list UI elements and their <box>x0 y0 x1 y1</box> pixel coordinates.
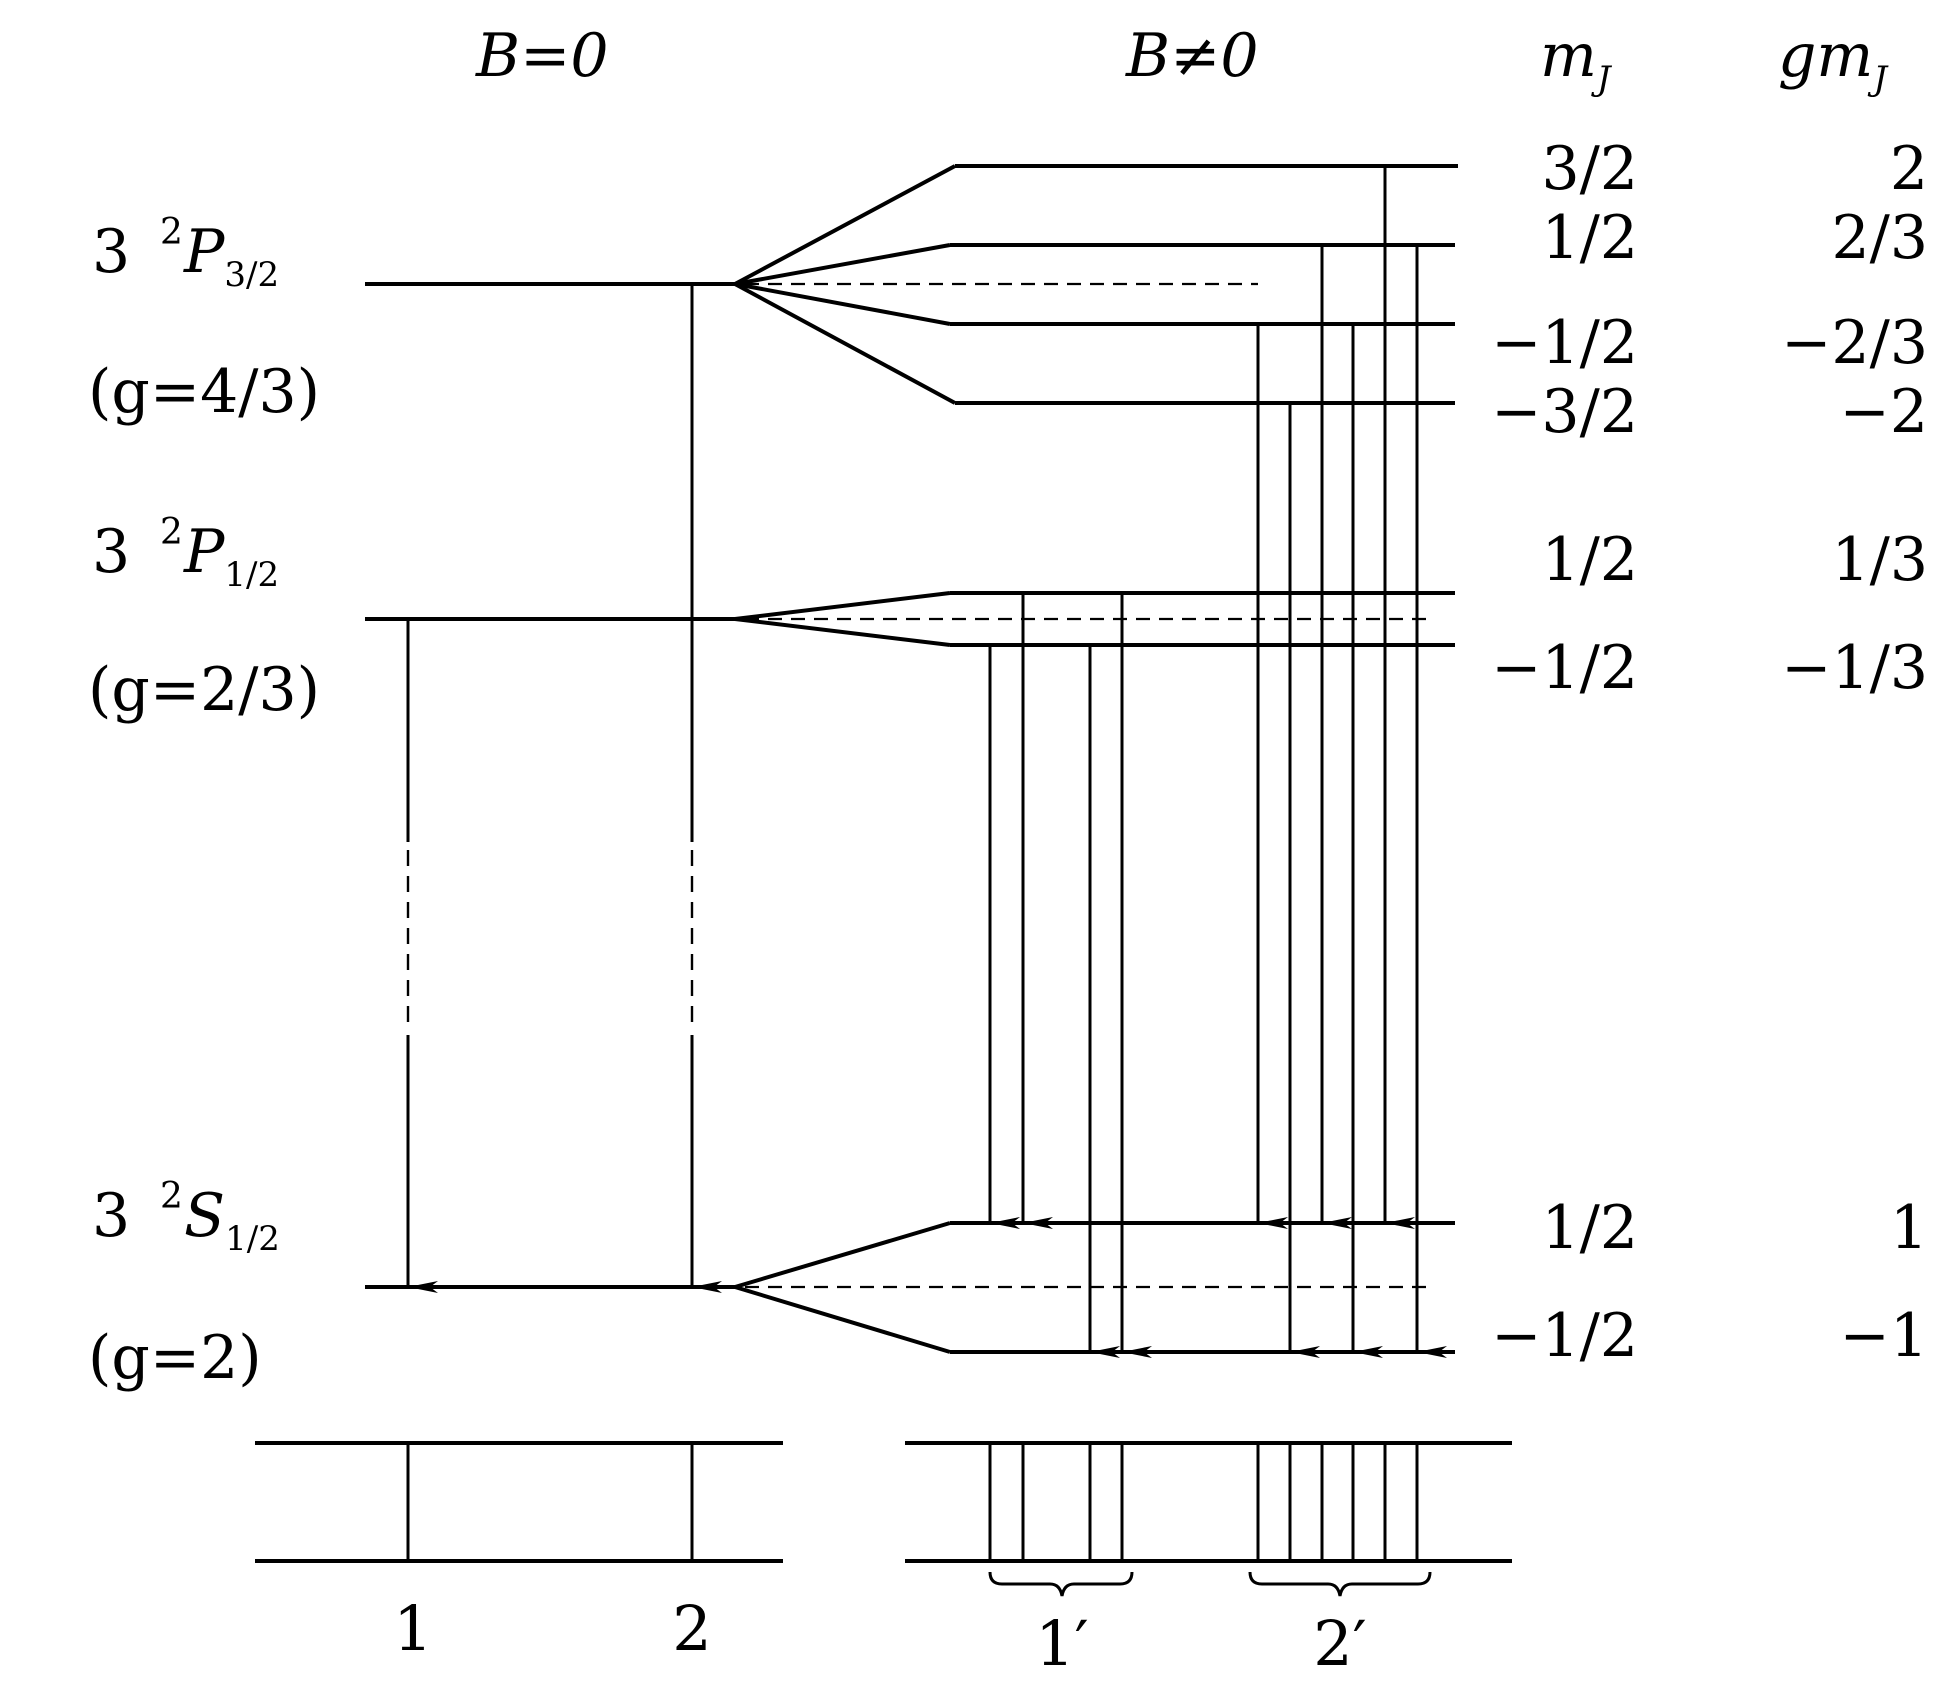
transitions-group-2prime <box>1256 166 1447 1358</box>
gmj-value: 1 <box>1890 1193 1928 1263</box>
spectrum-b-zero <box>255 1441 783 1563</box>
gmj-value: −2/3 <box>1781 308 1928 378</box>
brace-group-2prime <box>1248 1571 1432 1597</box>
gmj-value: −1 <box>1840 1301 1928 1371</box>
spectrum-label-2: 2 <box>672 1592 711 1665</box>
gmj-value: 2/3 <box>1831 203 1928 273</box>
mj-values: 3/2 1/2 −1/2 −3/2 1/2 −1/2 1/2 −1/2 <box>1491 134 1638 1371</box>
spectrum-b-nonzero <box>905 1441 1512 1563</box>
gmj-value: 1/3 <box>1831 525 1928 595</box>
transitions-group-1prime <box>988 593 1152 1358</box>
gmj-value: 2 <box>1890 134 1928 204</box>
g-factor-s12: (g=2) <box>88 1323 262 1393</box>
spectrum-label-1: 1 <box>393 1592 432 1665</box>
gmj-value: −1/3 <box>1781 633 1928 703</box>
mj-value: −1/2 <box>1491 1301 1638 1371</box>
gmj-values: 2 2/3 −2/3 −2 1/3 −1/3 1 −1 <box>1781 134 1928 1371</box>
spectrum-label-2prime: 2′ <box>1313 1607 1367 1680</box>
mj-value: 1/2 <box>1541 203 1638 273</box>
mj-value: 1/2 <box>1541 525 1638 595</box>
header-b-zero: B=0 <box>475 21 609 91</box>
mj-value: −1/2 <box>1491 633 1638 703</box>
g-factor-p12: (g=2/3) <box>88 655 320 725</box>
gmj-value: −2 <box>1840 377 1928 447</box>
header-gmj: gmJ <box>1778 21 1889 99</box>
fan-s12 <box>734 1221 1435 1354</box>
fan-p32 <box>734 164 1258 405</box>
g-factor-p32: (g=4/3) <box>88 357 320 427</box>
spectrum-label-1prime: 1′ <box>1035 1607 1089 1680</box>
mj-value: 3/2 <box>1541 134 1638 204</box>
fan-p12 <box>734 591 1435 647</box>
header-b-nonzero: B≠0 <box>1125 21 1259 91</box>
mj-value: −3/2 <box>1491 377 1638 447</box>
brace-group-1prime <box>988 1571 1134 1597</box>
mj-value: −1/2 <box>1491 308 1638 378</box>
header-mj: mJ <box>1540 21 1613 99</box>
mj-value: 1/2 <box>1541 1193 1638 1263</box>
